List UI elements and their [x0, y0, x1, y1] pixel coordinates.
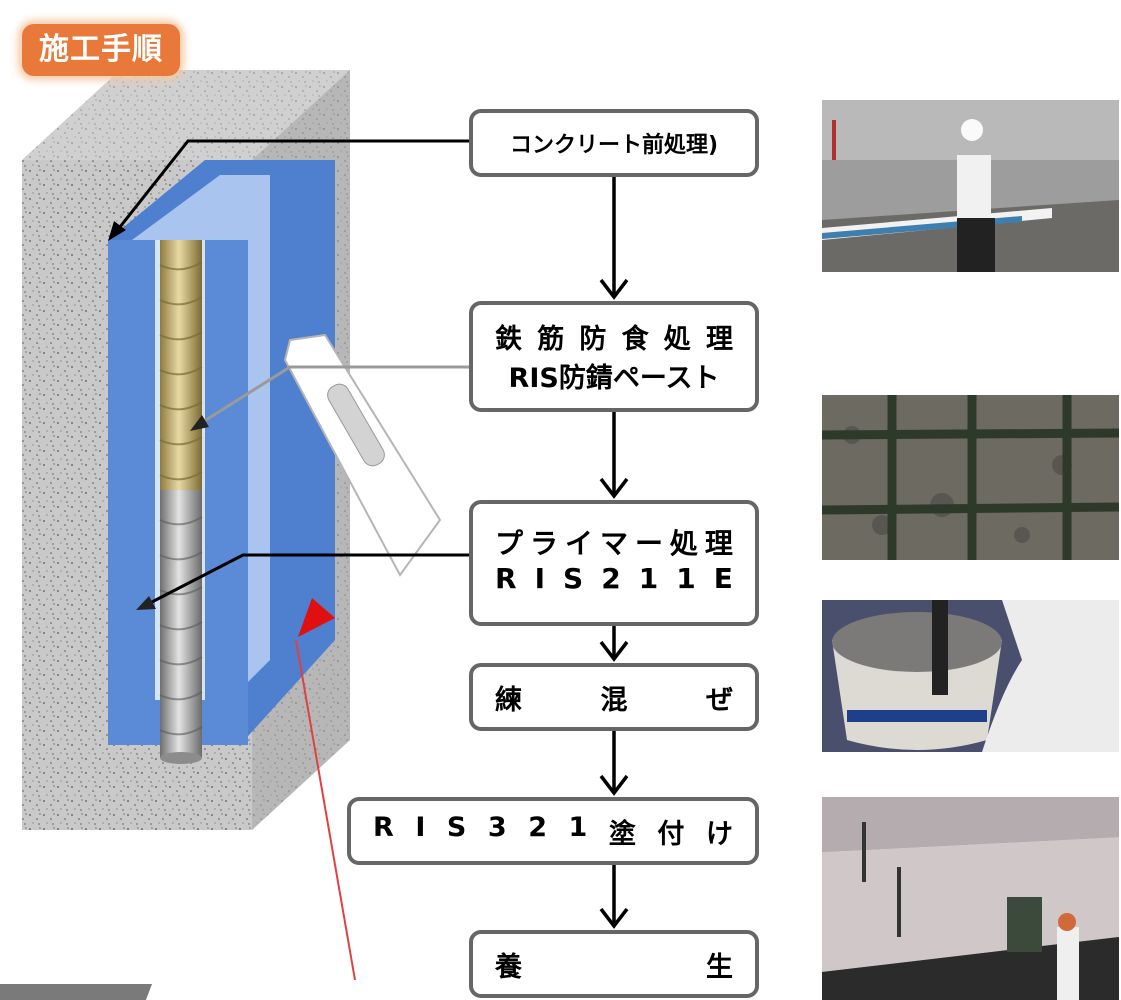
mixing-bucket-photo [822, 600, 1119, 752]
step-char: 筋 [537, 324, 565, 355]
step-char: 食 [621, 324, 649, 355]
step-char: R [495, 562, 517, 595]
procedure-title-badge: 施工手順 [22, 24, 180, 76]
step-char: 理 [704, 527, 733, 560]
red-arrowhead [298, 598, 335, 637]
step-char: 練 [495, 684, 522, 716]
step-text-line: RIS防錆ペースト [495, 356, 733, 395]
step-curing: 養生 [469, 930, 759, 998]
leader-step3 [147, 553, 469, 606]
step-char: 処 [663, 324, 691, 355]
step-char: 混 [600, 684, 628, 716]
worker-grinding-ceiling-photo [822, 100, 1119, 272]
step-char: 3 [487, 811, 507, 843]
step-char: け [705, 818, 733, 850]
step-char: 防 [579, 324, 607, 355]
step-char: 2 [528, 811, 548, 843]
step-char: E [713, 562, 733, 595]
step-char: ラ [529, 527, 558, 560]
step-concrete-pretreatment: コンクリート前処理) [469, 109, 759, 177]
step-char: S [446, 811, 467, 843]
step-char: S [563, 562, 584, 595]
step-rebar-anticorrosion: 鉄筋防食処理 RIS防錆ペースト [469, 301, 759, 412]
red-pointer-line [295, 639, 356, 981]
trowel-handle [327, 383, 385, 467]
flow-arrows [599, 177, 629, 929]
step-char: コンクリート前処理) [509, 133, 719, 158]
step-char: I [415, 811, 426, 843]
step-char: ー [634, 527, 663, 560]
rebar-primed-section [160, 490, 202, 758]
step-char: マ [599, 527, 628, 560]
step-mixing: 練混ぜ [469, 663, 759, 731]
rebar-coated-section [160, 240, 202, 490]
step-char: RIS防錆ペースト [508, 363, 720, 394]
step-char: 1 [676, 562, 696, 595]
step-char: 生 [706, 951, 733, 983]
step-char: R [373, 811, 394, 843]
step-char: 2 [601, 562, 621, 595]
footer-gray-bar [0, 984, 152, 1000]
step-char: 養 [495, 951, 522, 983]
leader-step1 [114, 139, 469, 233]
step-char: イ [564, 527, 593, 560]
ceiling-coating-photo [822, 797, 1119, 1000]
concrete-top-speckle [22, 70, 350, 160]
step-char: 塗 [608, 818, 636, 850]
step-char: 処 [669, 527, 698, 560]
step-text-line: 練混ぜ [495, 678, 733, 717]
step-char: ぜ [706, 684, 733, 716]
step-char: 付 [657, 818, 685, 850]
step-text-line: プライマー処理 [495, 522, 733, 562]
step-char: 理 [705, 324, 733, 355]
step-char: I [534, 562, 546, 595]
rebar-end [160, 752, 202, 764]
step-char: プ [495, 527, 524, 560]
rebar-mesh-photo [822, 395, 1119, 560]
step-text-line: コンクリート前処理) [473, 127, 755, 159]
step-text-line: 養生 [495, 945, 733, 984]
step-char: 鉄 [495, 324, 522, 355]
step-char: 1 [638, 562, 659, 595]
step-char: 1 [568, 811, 588, 843]
leader-step2 [197, 365, 469, 427]
step-text-line: 鉄筋防食処理 [495, 317, 733, 356]
